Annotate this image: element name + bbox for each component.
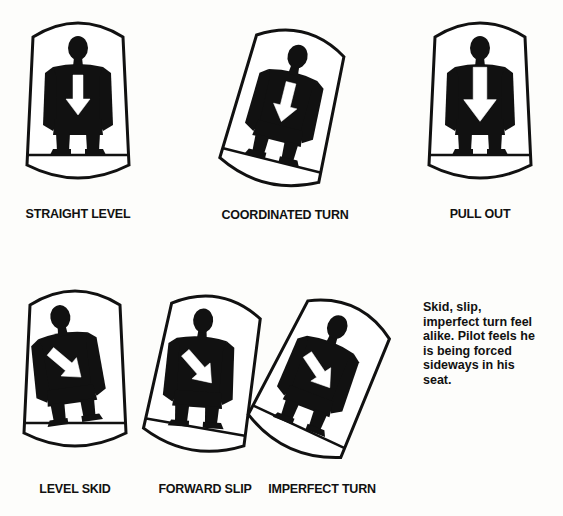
pilot-body — [305, 424, 327, 437]
pilot-body — [278, 156, 300, 167]
pilot-body — [86, 133, 100, 151]
pilot-silhouette — [238, 36, 335, 168]
frame-outline — [429, 23, 531, 178]
pilot-body — [245, 148, 267, 159]
seat-frame: PULL OUT — [420, 15, 540, 225]
seat-floor — [430, 154, 530, 157]
seat-frame: LEVEL SKID — [15, 283, 135, 493]
pilot-body — [173, 335, 227, 397]
seat-frame: COORDINATED TURN — [225, 22, 345, 232]
pilot-body — [273, 411, 295, 424]
seat-floor — [28, 154, 128, 157]
force-arrow — [43, 342, 89, 386]
pilot-body — [81, 413, 103, 422]
cockpit-frame — [236, 277, 408, 478]
seat-frame: STRAIGHT LEVEL — [18, 15, 138, 225]
pilot-silhouette — [445, 36, 515, 155]
pilot-body — [174, 404, 189, 423]
note-text: Skid, slip, imperfect turn feel alike. P… — [423, 300, 538, 387]
frame-outline — [243, 286, 401, 470]
pilot-silhouette — [161, 306, 239, 430]
seat-floor — [146, 418, 244, 435]
force-arrow — [270, 80, 303, 125]
pilot-silhouette — [266, 303, 374, 439]
pilot-head — [192, 308, 214, 333]
frame-outline — [217, 20, 353, 195]
cockpit-frame — [20, 283, 130, 453]
pilot-body — [458, 133, 472, 151]
attitude-label: STRAIGHT LEVEL — [0, 207, 158, 221]
frame-outline — [141, 288, 268, 458]
attitude-label: FORWARD SLIP — [125, 482, 285, 496]
pilot-body — [50, 149, 71, 155]
force-arrow — [297, 348, 339, 395]
pilot-head — [49, 304, 72, 331]
pilot-body — [53, 64, 103, 123]
pilot-silhouette — [24, 300, 110, 428]
seat-frame: FORWARD SLIP — [145, 288, 265, 498]
frame-outline — [24, 291, 126, 446]
force-arrow — [464, 67, 496, 121]
pilot-head — [324, 312, 351, 342]
pilot-body — [298, 80, 327, 145]
pilot-body — [56, 133, 70, 151]
frame-outline — [27, 23, 129, 178]
pilot-body — [85, 149, 106, 155]
pilot-body — [168, 419, 189, 426]
pilot-silhouette — [43, 36, 113, 155]
seat-frame: IMPERFECT TURN — [262, 292, 382, 502]
cockpit-frame — [425, 15, 535, 185]
attitude-label: PULL OUT — [400, 207, 560, 221]
force-arrow — [66, 75, 90, 115]
pilot-body — [327, 352, 363, 417]
attitude-label: COORDINATED TURN — [205, 208, 365, 222]
force-arrow — [176, 345, 220, 391]
attitude-label: IMPERFECT TURN — [242, 482, 402, 496]
pilot-body — [47, 418, 69, 427]
cockpit-frame — [211, 11, 359, 203]
pilot-body — [487, 149, 508, 155]
attitude-label: LEVEL SKID — [0, 482, 155, 496]
pilot-head — [285, 42, 310, 70]
seat-floor — [25, 422, 125, 425]
pilot-body — [455, 64, 505, 123]
pilot-body — [452, 149, 473, 155]
pilot-head — [470, 36, 490, 60]
cockpit-frame — [23, 15, 133, 185]
pilot-body — [53, 119, 103, 135]
pilot-body — [204, 406, 219, 425]
pilot-body — [488, 133, 502, 151]
pilot-head — [68, 36, 88, 60]
seat-floor — [223, 148, 320, 172]
pilot-body — [203, 422, 224, 429]
cockpit-frame — [136, 280, 274, 467]
